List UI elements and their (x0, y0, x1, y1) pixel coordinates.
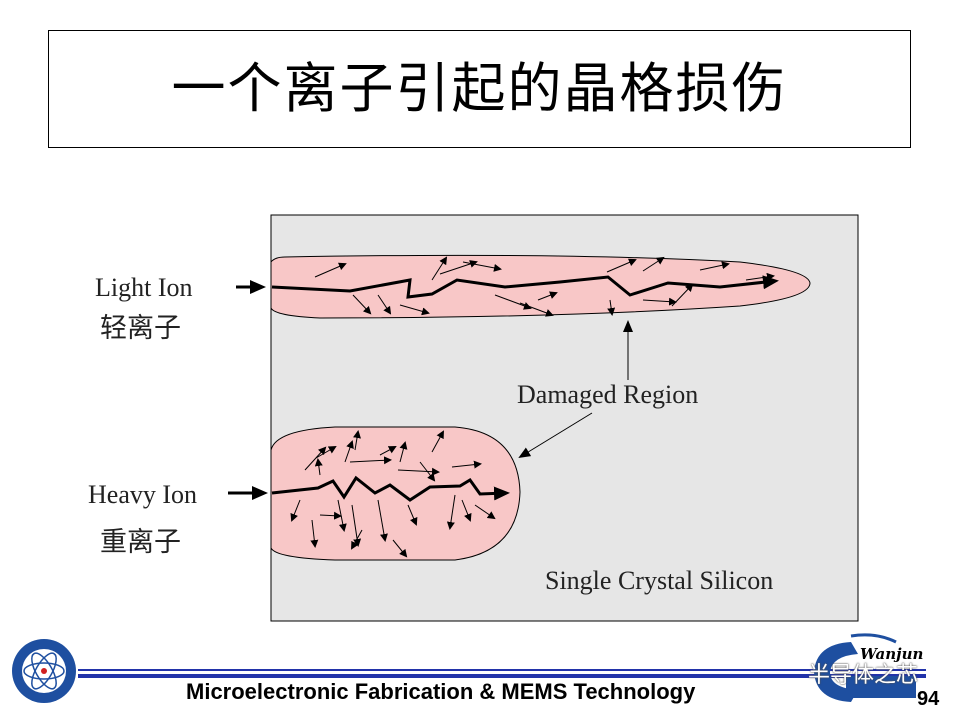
heavy-ion-cn-label: 重离子 (100, 527, 181, 558)
page-number: 94 (917, 688, 940, 710)
watermark-text: 半导体之芯 (808, 663, 919, 688)
light-ion-cn-label: 轻离子 (100, 313, 181, 344)
light-ion-recoil-arrows (314, 256, 775, 317)
footer-rule-thin (78, 669, 926, 671)
heavy-ion-recoil-arrows (290, 430, 496, 558)
footer-rule-thick (78, 674, 926, 678)
damaged-region-label: Damaged Region (517, 380, 699, 409)
title-box: 一个离子引起的晶格损伤 (48, 30, 911, 148)
light-ion-label: Light Ion (95, 273, 193, 302)
course-title: Microelectronic Fabrication & MEMS Techn… (186, 679, 696, 704)
heavy-ion-label: Heavy Ion (88, 480, 198, 509)
light-ion-track (236, 275, 779, 299)
substrate-label: Single Crystal Silicon (545, 566, 774, 595)
damaged-region-pointers (518, 320, 633, 459)
author-brand: Wanjun (860, 645, 924, 663)
university-logo-icon (12, 639, 76, 703)
author-logo-icon (814, 633, 916, 702)
slide-title: 一个离子引起的晶格损伤 (171, 56, 788, 120)
heavy-ion-damage-region (270, 426, 521, 561)
heavy-ion-track (228, 475, 510, 502)
